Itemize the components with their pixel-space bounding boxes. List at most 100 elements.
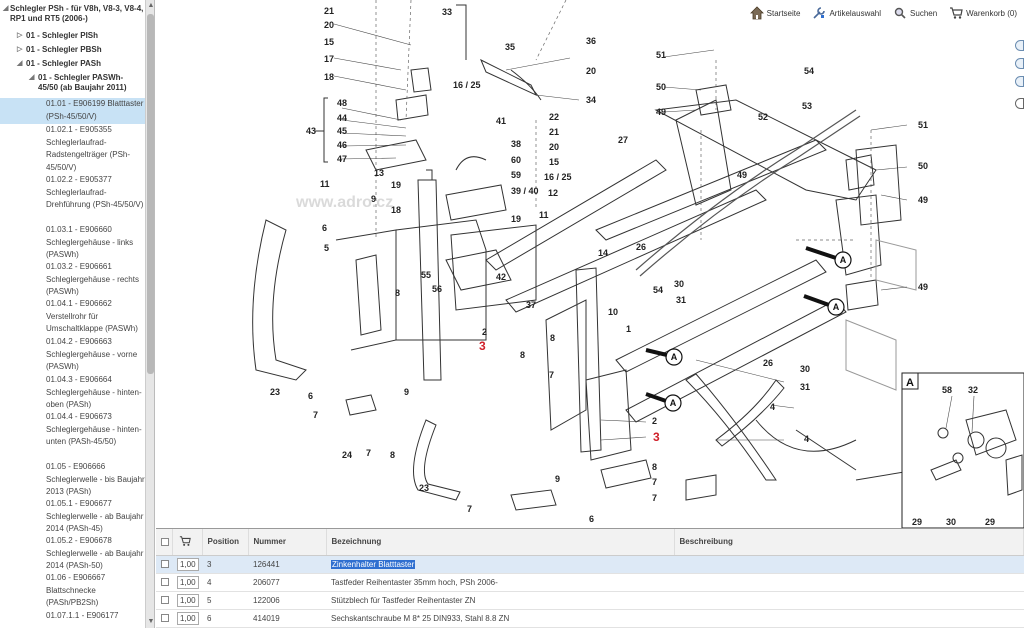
table-row[interactable]: 1,00 5 122006 Stützblech für Tastfeder R…	[156, 591, 1024, 610]
part-callout[interactable]: 54	[653, 285, 663, 295]
part-callout[interactable]: 13	[374, 168, 384, 178]
exploded-parts-diagram[interactable]: A A A A	[156, 0, 1024, 528]
part-callout[interactable]: 9	[404, 387, 409, 397]
tree-item[interactable]: 01.02.1 - E905355 Schleglerlaufrad-Radst…	[46, 125, 131, 172]
tree-node-paswh[interactable]: ◢ 01 - Schlegler PASWh-45/50 (ab Baujahr…	[29, 73, 127, 92]
side-tab-icon[interactable]	[1015, 40, 1024, 51]
part-callout[interactable]: 18	[324, 72, 334, 82]
table-row[interactable]: 1,00 4 206077 Tastfeder Reihentaster 35m…	[156, 573, 1024, 592]
part-callout[interactable]: 37	[526, 300, 536, 310]
part-callout[interactable]: 8	[652, 462, 657, 472]
part-callout[interactable]: 46	[337, 140, 347, 150]
part-callout[interactable]: 31	[676, 295, 686, 305]
tree-item[interactable]: 01.02.2 - E905377 Schleglerlaufrad-Drehf…	[46, 175, 144, 210]
part-callout[interactable]: 7	[313, 410, 318, 420]
part-callout[interactable]: 16 / 25	[544, 172, 572, 182]
part-callout[interactable]: 48	[337, 98, 347, 108]
part-callout[interactable]: 10	[608, 307, 618, 317]
part-callout[interactable]: 7	[467, 504, 472, 514]
part-callout[interactable]: 26	[636, 242, 646, 252]
part-callout[interactable]: 26	[763, 358, 773, 368]
part-callout[interactable]: 22	[549, 112, 559, 122]
side-tab-icon[interactable]	[1015, 76, 1024, 87]
part-callout[interactable]: 4	[770, 402, 775, 412]
detail-callout[interactable]: 29	[985, 517, 995, 527]
col-position[interactable]: Position	[202, 529, 249, 556]
tree-node-pish[interactable]: ▷ 01 - Schlegler PISh	[17, 31, 99, 40]
part-callout[interactable]: 19	[391, 180, 401, 190]
part-callout[interactable]: 3	[479, 339, 486, 353]
part-callout[interactable]: 34	[586, 95, 596, 105]
tree-node-pbsh[interactable]: ▷ 01 - Schlegler PBSh	[17, 45, 102, 54]
row-checkbox[interactable]	[161, 596, 169, 605]
part-callout[interactable]: 51	[918, 120, 928, 130]
part-callout[interactable]: 6	[589, 514, 594, 524]
part-callout[interactable]: 1	[626, 324, 631, 334]
part-callout[interactable]: 20	[586, 66, 596, 76]
article-selection-button[interactable]: Artikelauswahl	[809, 4, 884, 22]
collapse-arrow-icon[interactable]: ◢	[3, 5, 9, 12]
tree-item[interactable]: 01.05.1 - E906677 Schleglerwelle - ab Ba…	[46, 499, 144, 534]
detail-callout[interactable]: 32	[968, 385, 978, 395]
expand-arrow-icon[interactable]: ▷	[17, 32, 23, 39]
part-callout[interactable]: 49	[737, 170, 747, 180]
part-callout[interactable]: 33	[442, 7, 452, 17]
tree-item[interactable]: 01.04.3 - E906664 Schleglergehäuse - hin…	[46, 375, 142, 410]
select-all-checkbox[interactable]	[161, 538, 169, 547]
tree-item[interactable]: 01.07.1.1 - E906177	[46, 611, 119, 620]
part-callout[interactable]: 8	[520, 350, 525, 360]
quantity-input[interactable]: 1,00	[177, 557, 199, 571]
part-callout[interactable]: 3	[653, 430, 660, 444]
part-callout[interactable]: 42	[496, 272, 506, 282]
part-callout[interactable]: 6	[308, 391, 313, 401]
part-callout[interactable]: 8	[550, 333, 555, 343]
col-beschreibung[interactable]: Beschreibung	[674, 529, 1024, 556]
part-callout[interactable]: 44	[337, 113, 347, 123]
part-callout[interactable]: 24	[342, 450, 352, 460]
part-callout[interactable]: 18	[391, 205, 401, 215]
home-button[interactable]: Startseite	[747, 4, 804, 22]
part-callout[interactable]: 53	[802, 101, 812, 111]
part-callout[interactable]: 49	[656, 107, 666, 117]
part-callout[interactable]: 50	[918, 161, 928, 171]
select-all-header[interactable]	[156, 529, 173, 556]
part-callout[interactable]: 8	[390, 450, 395, 460]
part-callout[interactable]: 51	[656, 50, 666, 60]
part-callout[interactable]: 11	[539, 210, 549, 220]
part-callout[interactable]: 39 / 40	[511, 186, 539, 196]
scrollbar-thumb[interactable]	[147, 14, 154, 374]
part-callout[interactable]: 23	[270, 387, 280, 397]
quantity-input[interactable]: 1,00	[177, 611, 199, 625]
detail-callout[interactable]: 58	[942, 385, 952, 395]
part-callout[interactable]: 45	[337, 126, 347, 136]
table-row[interactable]: 1,00 6 414019 Sechskantschraube M 8* 25 …	[156, 609, 1024, 628]
part-callout[interactable]: 30	[800, 364, 810, 374]
part-callout[interactable]: 7	[549, 370, 554, 380]
part-callout[interactable]: 23	[419, 483, 429, 493]
part-callout[interactable]: 52	[758, 112, 768, 122]
part-callout[interactable]: 9	[371, 194, 376, 204]
scroll-up-icon[interactable]: ▲	[147, 2, 155, 9]
part-callout[interactable]: 12	[548, 188, 558, 198]
part-callout[interactable]: 2	[652, 416, 657, 426]
tree-node-pash[interactable]: ◢ 01 - Schlegler PASh	[17, 59, 101, 68]
table-row[interactable]: 1,00 3 126441 Zinkenhalter Blatttaster	[156, 555, 1024, 574]
part-callout[interactable]: 41	[496, 116, 506, 126]
part-callout[interactable]: 7	[652, 493, 657, 503]
part-callout[interactable]: 15	[324, 37, 334, 47]
tree-item[interactable]: 01.04.1 - E906662 Verstellrohr für Umsch…	[46, 299, 138, 334]
tree-item[interactable]: 01.05 - E906666 Schleglerwelle - bis Bau…	[46, 462, 145, 497]
part-callout[interactable]: 50	[656, 82, 666, 92]
part-callout[interactable]: 7	[366, 448, 371, 458]
part-callout[interactable]: 35	[505, 42, 515, 52]
part-callout[interactable]: 54	[804, 66, 814, 76]
tree-item[interactable]: 01.06 - E906667 Blattschnecke (PASh/PB2S…	[46, 573, 106, 608]
row-checkbox[interactable]	[161, 578, 169, 587]
part-callout[interactable]: 2	[482, 327, 487, 337]
diagram-canvas[interactable]: A A A A	[156, 0, 1024, 528]
part-callout[interactable]: 21	[324, 6, 334, 16]
part-callout[interactable]: 14	[598, 248, 608, 258]
col-nummer[interactable]: Nummer	[248, 529, 327, 556]
row-checkbox[interactable]	[161, 560, 169, 569]
detail-callout[interactable]: 29	[912, 517, 922, 527]
